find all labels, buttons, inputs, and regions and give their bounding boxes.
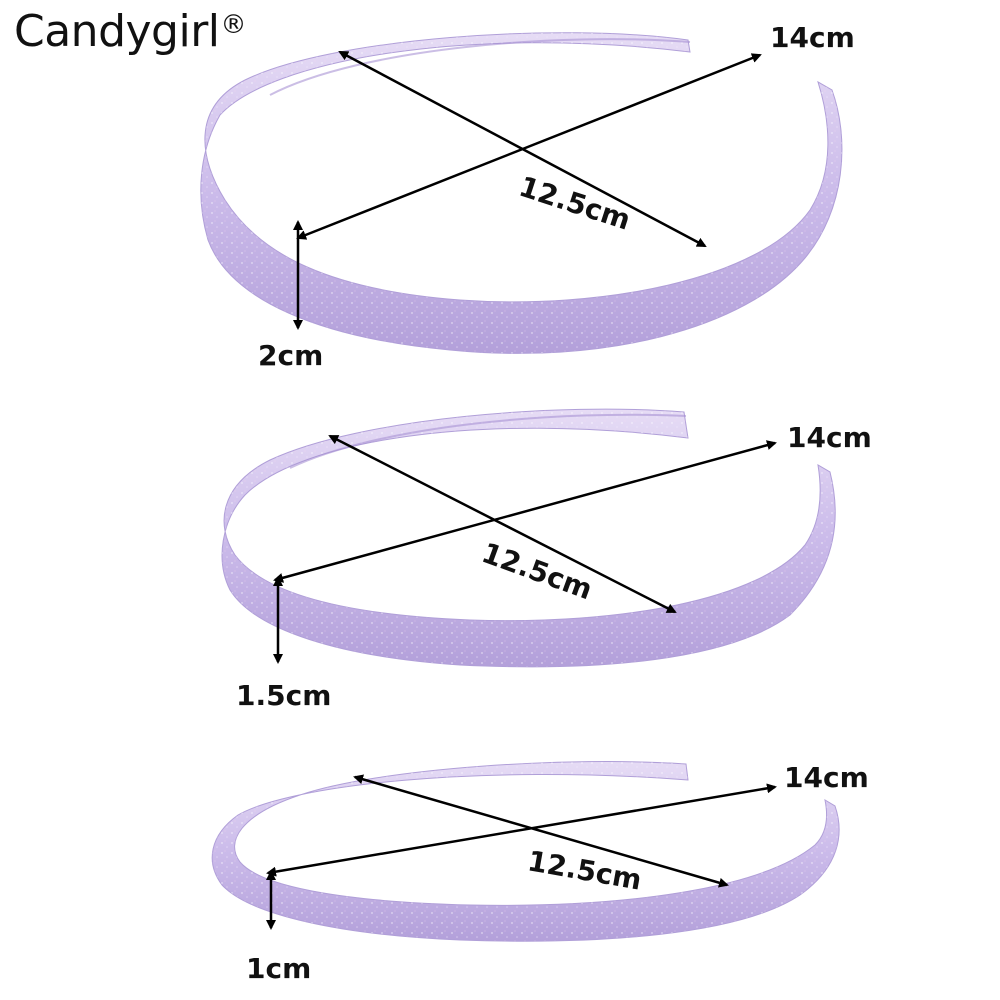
length-label: 14cm	[770, 21, 855, 54]
headband-1cm	[211, 761, 840, 942]
brand-name: Candygirl	[14, 6, 220, 57]
length-arrow	[266, 783, 777, 877]
measure-arrows-3	[266, 774, 777, 930]
measure-arrows-2	[273, 434, 777, 664]
diameter-arrow	[328, 434, 677, 614]
width-label: 1cm	[246, 952, 312, 985]
length-arrow	[296, 53, 762, 240]
length-label: 14cm	[784, 761, 869, 794]
length-label: 14cm	[787, 421, 872, 454]
measure-arrows-1	[293, 50, 762, 330]
brand-logo: Candygirl®	[14, 10, 247, 54]
width-label: 2cm	[258, 339, 324, 372]
registered-mark: ®	[220, 10, 247, 40]
width-label: 1.5cm	[236, 679, 332, 712]
length-arrow	[273, 440, 777, 583]
